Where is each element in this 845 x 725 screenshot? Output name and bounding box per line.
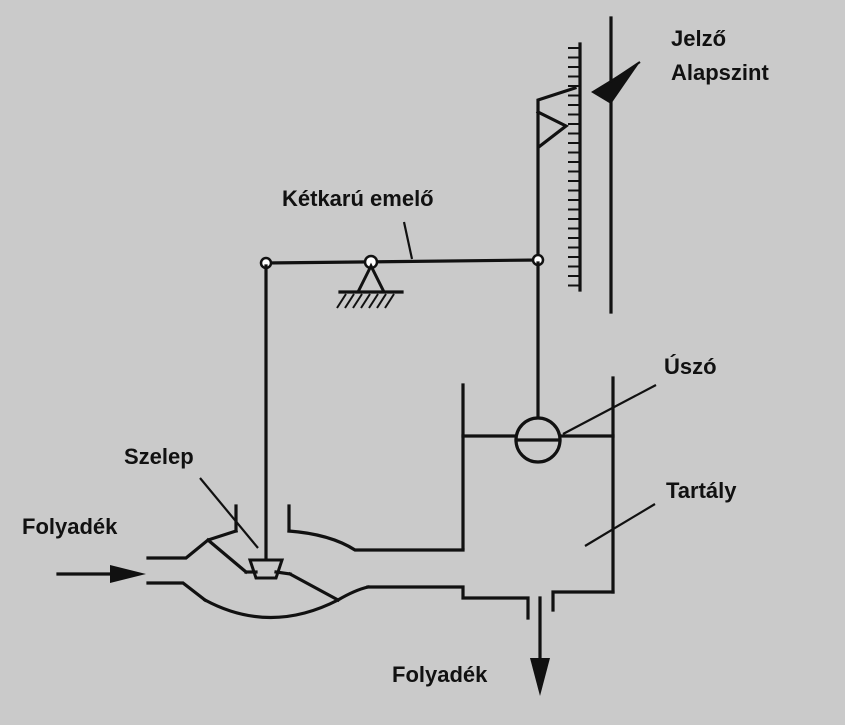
- indicator-pointer: [535, 85, 578, 260]
- scale-ticks: [568, 47, 580, 287]
- tank-leader: [584, 503, 656, 547]
- label-outlet: Folyadék: [392, 662, 488, 687]
- float: [514, 416, 562, 464]
- level-scale: [568, 16, 613, 314]
- hatch-line: [352, 293, 363, 309]
- float-leader: [562, 384, 657, 435]
- valve-body: [146, 504, 530, 620]
- tank: [461, 376, 615, 612]
- label-tank: Tartály: [666, 478, 737, 503]
- label-alapszint: Alapszint: [671, 60, 769, 85]
- lever-fulcrum: [336, 254, 404, 309]
- valve-leader: [199, 477, 259, 549]
- lever-leader: [402, 221, 414, 260]
- hatch-line: [344, 293, 355, 309]
- hatch-line: [368, 293, 379, 309]
- outlet-arrow: [530, 596, 550, 696]
- label-lever: Kétkarú emelő: [282, 186, 434, 211]
- label-inlet: Folyadék: [22, 514, 118, 539]
- hatch-line: [376, 293, 387, 309]
- hatch-line: [336, 293, 347, 309]
- two-arm-lever: [259, 253, 545, 270]
- inlet-arrow: [56, 565, 146, 583]
- valve-plug: [244, 558, 292, 580]
- hatch-line: [360, 293, 371, 309]
- ground-hatch: [336, 293, 395, 309]
- label-jelzo: Jelző: [671, 26, 726, 51]
- label-valve: Szelep: [124, 444, 194, 469]
- hatch-line: [384, 293, 395, 309]
- label-float: Úszó: [664, 354, 717, 379]
- baseline-marker: [591, 61, 641, 104]
